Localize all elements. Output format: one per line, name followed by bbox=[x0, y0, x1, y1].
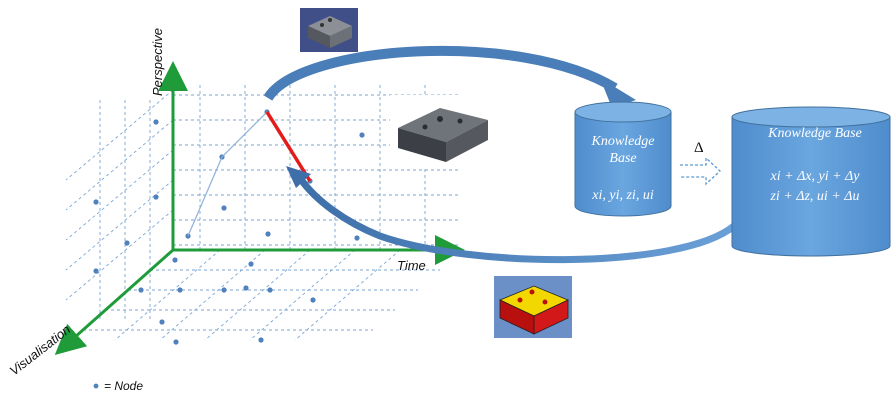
node-dot bbox=[258, 337, 264, 343]
kb-small-title-line2: Base bbox=[609, 151, 636, 166]
node-dot bbox=[265, 231, 271, 237]
3d-box-render-icon bbox=[390, 95, 495, 167]
grid-line bbox=[159, 249, 266, 341]
grid-line bbox=[204, 249, 311, 341]
node-dot bbox=[243, 285, 249, 291]
visualisation-axis bbox=[54, 248, 174, 355]
knowledge-base-large-cylinder: Knowledge Base xi + Δx, yi + Δy zi + Δz,… bbox=[731, 106, 891, 257]
top-curved-arrow bbox=[263, 45, 636, 108]
grid-line bbox=[65, 149, 174, 241]
dashed-grid bbox=[65, 85, 460, 341]
grid-line bbox=[65, 119, 174, 211]
axes bbox=[54, 61, 465, 355]
node-dot bbox=[153, 194, 159, 200]
node-dot bbox=[93, 268, 99, 274]
node-dot bbox=[221, 205, 227, 211]
node-dot bbox=[124, 240, 130, 246]
legend-label: = Node bbox=[104, 379, 143, 393]
grid-line bbox=[65, 179, 174, 271]
kb-large-formula-line2: zi + Δz, ui + Δu bbox=[769, 189, 859, 204]
legend-node-dot bbox=[93, 383, 99, 389]
node-dot bbox=[138, 287, 144, 293]
node-group bbox=[93, 109, 365, 345]
kb-large-formula-line1: xi + Δx, yi + Δy bbox=[770, 169, 861, 184]
perspective-axis-label: Perspective bbox=[150, 28, 165, 96]
node-dot bbox=[172, 257, 178, 263]
node-dot bbox=[159, 319, 165, 325]
node-dot bbox=[177, 287, 183, 293]
grid-line bbox=[249, 249, 356, 341]
kb-small-formula: xi, yi, zi, ui bbox=[591, 188, 654, 203]
node-dot bbox=[93, 199, 99, 205]
kb-large-title: Knowledge Base bbox=[767, 126, 862, 141]
legend: = Node bbox=[93, 379, 143, 393]
time-axis-label: Time bbox=[397, 258, 426, 273]
node-dot bbox=[354, 235, 360, 241]
node-dot bbox=[359, 132, 365, 138]
node-dot bbox=[153, 119, 159, 125]
node-dot bbox=[267, 287, 273, 293]
highlight-red-segment bbox=[265, 111, 312, 182]
node-dot bbox=[221, 287, 227, 293]
node-dot bbox=[173, 339, 179, 345]
node-dot bbox=[248, 261, 254, 267]
grid-line bbox=[65, 89, 174, 181]
delta-symbol: Δ bbox=[694, 140, 704, 156]
kb-small-title-line1: Knowledge bbox=[591, 134, 655, 149]
grid-line bbox=[65, 209, 174, 301]
delta-dashed-arrow bbox=[680, 156, 721, 186]
grid-line bbox=[294, 249, 401, 341]
3d-box-render-icon bbox=[300, 8, 358, 52]
return-curved-arrow bbox=[286, 166, 737, 264]
knowledge-base-small-cylinder: Knowledge Base xi, yi, zi, ui bbox=[574, 101, 672, 217]
3d-box-cad-render-icon bbox=[494, 276, 572, 338]
visualisation-axis-label: Visualisation bbox=[7, 322, 74, 379]
grid-line bbox=[114, 249, 221, 341]
node-dot bbox=[310, 297, 316, 303]
node-path-line bbox=[187, 111, 268, 237]
